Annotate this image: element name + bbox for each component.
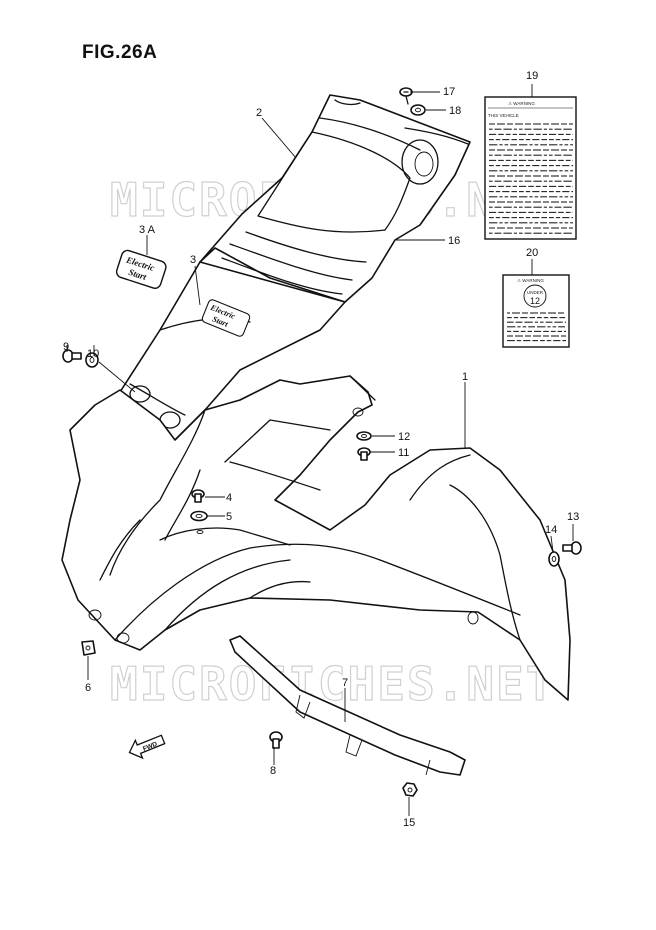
callout-20: 20 (526, 247, 538, 259)
callout-16: 16 (448, 235, 460, 247)
callout-3: 3 (190, 254, 196, 266)
brace-part-7 (229, 635, 466, 776)
leader-lines (66, 84, 574, 816)
washer-18 (410, 104, 426, 116)
callout-3a: 3 A (139, 224, 156, 236)
callout-7: 7 (342, 677, 348, 689)
callout-18: 18 (449, 105, 461, 117)
callout-15: 15 (403, 817, 415, 829)
nut-15 (402, 782, 418, 797)
callout-numbers: 2 19 20 17 18 16 3 A 3 9 10 1 12 11 4 5 … (63, 70, 579, 829)
callout-8: 8 (270, 765, 276, 777)
screw-17 (399, 87, 413, 105)
hardware-parts (62, 87, 582, 797)
label-19-warning-text: ⚠ WARNING (508, 101, 535, 106)
callout-19: 19 (526, 70, 538, 82)
callout-5: 5 (226, 511, 232, 523)
callout-2: 2 (256, 107, 262, 119)
warning-label-20: ⚠ WARNING UNDER 12 (502, 274, 570, 348)
washer-12 (356, 431, 372, 441)
washer-10 (85, 352, 99, 368)
callout-6: 6 (85, 682, 91, 694)
label-19-fine-print (489, 123, 573, 234)
emblem-3: Electric Start (201, 299, 251, 337)
washer-5 (190, 510, 208, 522)
figure-title: FIG.26A (82, 42, 158, 63)
bolt-4 (191, 489, 205, 503)
bolt-8 (269, 731, 283, 749)
callout-11: 11 (398, 447, 409, 459)
clip-nut-6 (81, 640, 96, 656)
label-20-age-text: 12 (530, 296, 540, 306)
label-20-under-text: UNDER (527, 290, 544, 295)
callout-10: 10 (87, 348, 99, 360)
emblem-3a: Electric Start (115, 249, 167, 289)
watermark-bottom: MICROFICHES.NET (110, 657, 555, 711)
callout-12: 12 (398, 431, 410, 443)
small-grommet (196, 530, 204, 534)
washer-14 (548, 551, 560, 567)
label-20-warning-text: ⚠ WARNING (517, 278, 544, 283)
callout-4: 4 (226, 492, 232, 504)
callout-13: 13 (567, 511, 579, 523)
callout-1: 1 (462, 371, 468, 383)
screw-9 (62, 349, 82, 363)
bolt-11 (357, 447, 371, 461)
warning-label-19: ⚠ WARNING THIS VEHICLE (484, 96, 577, 240)
callout-17: 17 (443, 86, 455, 98)
front-fender-part-1 (61, 375, 571, 701)
callout-14: 14 (545, 524, 557, 536)
label-19-vehicle-text: THIS VEHICLE (488, 113, 519, 118)
bolt-13 (562, 541, 582, 555)
left-arrow-icon: FWD (128, 734, 166, 760)
label-20-fine-print (507, 312, 566, 342)
callout-9: 9 (63, 341, 69, 353)
